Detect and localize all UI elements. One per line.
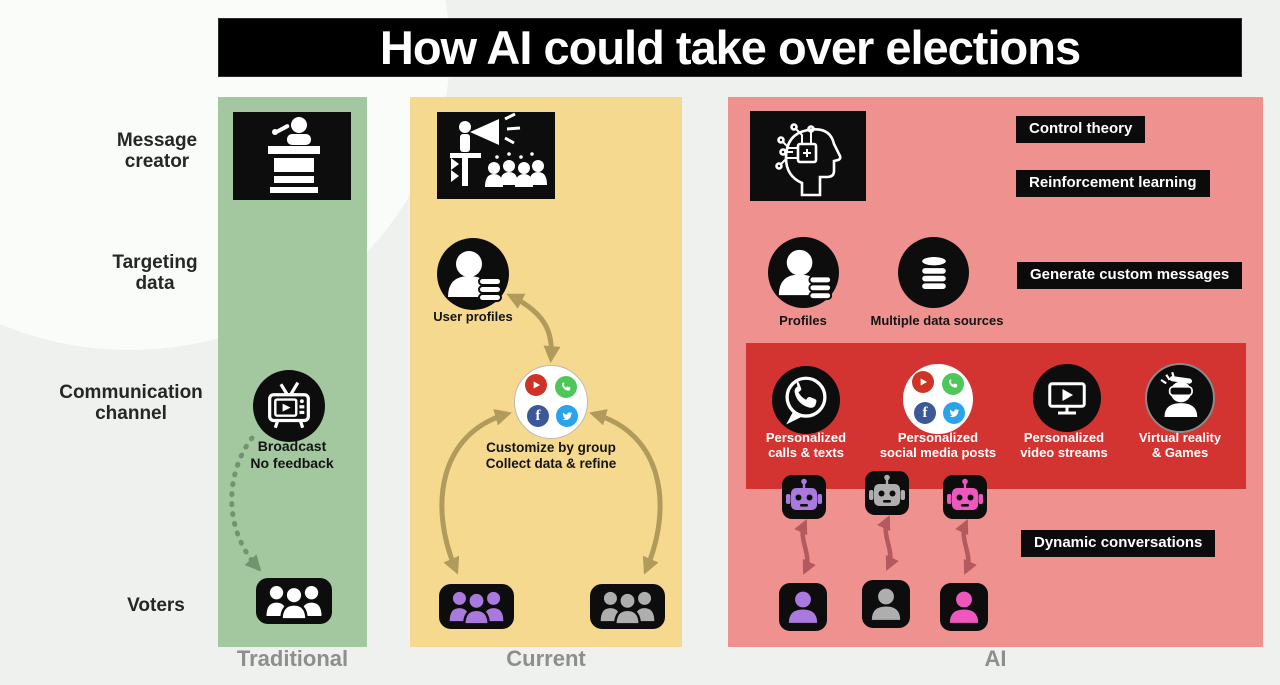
row-label-targeting-data: Targeting data	[112, 252, 198, 295]
tv-broadcast-icon	[253, 370, 325, 442]
row-label-message-creator: Message creator	[116, 130, 198, 173]
social-media-icons-band: f	[903, 364, 973, 434]
person-icon-gray	[862, 580, 910, 628]
facebook-icon: f	[914, 402, 936, 424]
youtube-icon	[912, 371, 934, 393]
whatsapp-icon	[942, 373, 964, 395]
broadcast-caption: Broadcast No feedback	[250, 438, 334, 471]
tag-reinforcement-learning: Reinforcement learning	[1016, 170, 1210, 197]
person-icon-purple	[779, 583, 827, 631]
person-database-icon	[768, 237, 839, 308]
people-group-icon	[256, 578, 332, 624]
twitter-icon	[556, 405, 578, 427]
channel-label-vr-games: Virtual reality & Games	[1138, 430, 1222, 461]
video-stream-icon	[1033, 364, 1101, 432]
social-media-icons: f	[514, 365, 588, 439]
youtube-icon	[525, 374, 547, 396]
vr-headset-icon	[1145, 363, 1215, 433]
twitter-icon	[943, 402, 965, 424]
channel-label-video-streams: Personalized video streams	[1020, 430, 1108, 461]
channel-label-calls-texts: Personalized calls & texts	[765, 430, 847, 461]
megaphone-crowd-icon	[437, 112, 555, 199]
whatsapp-icon	[555, 376, 577, 398]
people-group-icon-gray	[590, 584, 665, 629]
multiple-data-sources-label: Multiple data sources	[870, 313, 1004, 328]
profiles-label: Profiles	[779, 313, 827, 328]
phone-chat-icon	[772, 366, 840, 434]
column-label-traditional: Traditional	[236, 646, 349, 671]
column-label-current: Current	[506, 646, 586, 671]
title-banner: How AI could take over elections	[218, 18, 1242, 77]
chatbot-icon-gray	[865, 471, 909, 515]
chatbot-icon-pink	[943, 475, 987, 519]
facebook-icon: f	[527, 405, 549, 427]
people-group-icon-purple	[439, 584, 514, 629]
column-label-ai: AI	[984, 646, 1007, 671]
user-profiles-label: User profiles	[433, 309, 513, 324]
podium-speaker-icon	[233, 112, 351, 200]
tag-control-theory: Control theory	[1016, 116, 1146, 143]
row-label-voters: Voters	[127, 595, 185, 616]
database-icon	[898, 237, 969, 308]
row-label-communication-channel: Communication channel	[59, 382, 203, 425]
user-profiles-icon	[437, 238, 509, 310]
tag-dynamic-conversations: Dynamic conversations	[1021, 530, 1216, 557]
page-title: How AI could take over elections	[379, 21, 1081, 74]
ai-head-icon	[750, 111, 866, 201]
chatbot-icon-purple	[782, 475, 826, 519]
channel-label-social-posts: Personalized social media posts	[879, 430, 997, 461]
person-icon-pink	[940, 583, 988, 631]
cycle-caption: Customize by group Collect data & refine	[485, 440, 617, 471]
tag-generate-custom-messages: Generate custom messages	[1017, 262, 1243, 289]
